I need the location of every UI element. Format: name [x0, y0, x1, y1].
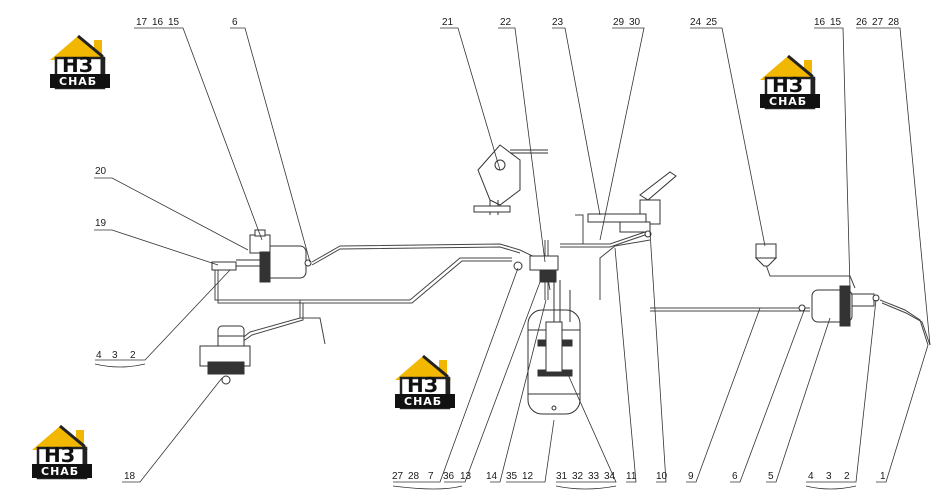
air-dryer: [199, 325, 251, 385]
logo-word: СНАБ: [769, 95, 807, 108]
callout-4: 4: [808, 471, 814, 482]
leader-lines: [94, 27, 931, 490]
callout-14: 14: [486, 471, 498, 482]
callout-1: 1: [880, 471, 886, 482]
callout-2: 2: [844, 471, 850, 482]
callout-6: 6: [732, 471, 738, 482]
callout-10: 10: [656, 471, 668, 482]
callout-4: 4: [96, 350, 102, 361]
right-brake-chamber: [798, 285, 880, 327]
callout-35: 35: [506, 471, 518, 482]
callout-15: 15: [830, 17, 842, 28]
callout-34: 34: [604, 471, 616, 482]
logo-word: СНАБ: [404, 395, 442, 408]
callout-9: 9: [688, 471, 694, 482]
logo-word: СНАБ: [41, 465, 79, 478]
callout-31: 31: [556, 471, 568, 482]
callout-21: 21: [442, 17, 454, 28]
callout-23: 23: [552, 17, 564, 28]
callout-labels: 17 16 15 6 21 22 23 29 30 24 25 16 15 26…: [95, 17, 900, 482]
handbrake-lever: [473, 144, 548, 215]
callout-20: 20: [95, 166, 107, 177]
callout-29: 29: [613, 17, 625, 28]
callout-15: 15: [168, 17, 180, 28]
callout-28: 28: [888, 17, 900, 28]
callout-28: 28: [408, 471, 420, 482]
callout-3: 3: [112, 350, 118, 361]
logo-top-right: НЗ СНАБ: [758, 54, 822, 110]
logo-letters: НЗ: [772, 73, 803, 97]
callout-33: 33: [588, 471, 600, 482]
callout-26: 26: [856, 17, 868, 28]
logo-top-left: НЗ СНАБ: [48, 34, 112, 90]
callout-27: 27: [392, 471, 404, 482]
callout-2: 2: [130, 350, 136, 361]
logo-bottom-left: НЗ СНАБ: [30, 424, 94, 480]
callout-13: 13: [460, 471, 472, 482]
callout-22: 22: [500, 17, 512, 28]
callout-11: 11: [626, 471, 637, 482]
logo-word: СНАБ: [59, 75, 97, 88]
callout-24: 24: [690, 17, 702, 28]
callout-18: 18: [124, 471, 136, 482]
callout-17: 17: [136, 17, 148, 28]
callout-36: 36: [443, 471, 455, 482]
air-reservoir-unit: [513, 255, 581, 415]
brake-pedal: [587, 171, 677, 238]
callout-5: 5: [768, 471, 774, 482]
callout-16: 16: [152, 17, 164, 28]
callout-30: 30: [629, 17, 641, 28]
callout-16: 16: [814, 17, 826, 28]
callout-3: 3: [826, 471, 832, 482]
brake-pipes: [214, 214, 931, 346]
callout-7: 7: [428, 471, 434, 482]
callout-32: 32: [572, 471, 584, 482]
logo-letters: НЗ: [62, 53, 93, 77]
callout-25: 25: [706, 17, 718, 28]
callout-12: 12: [522, 471, 534, 482]
fluid-reservoir: [754, 243, 778, 267]
logo-letters: НЗ: [407, 373, 438, 397]
callout-6: 6: [232, 17, 238, 28]
callout-19: 19: [95, 218, 107, 229]
callout-27: 27: [872, 17, 884, 28]
logo-letters: НЗ: [44, 443, 75, 467]
logo-center: НЗ СНАБ: [393, 354, 457, 410]
